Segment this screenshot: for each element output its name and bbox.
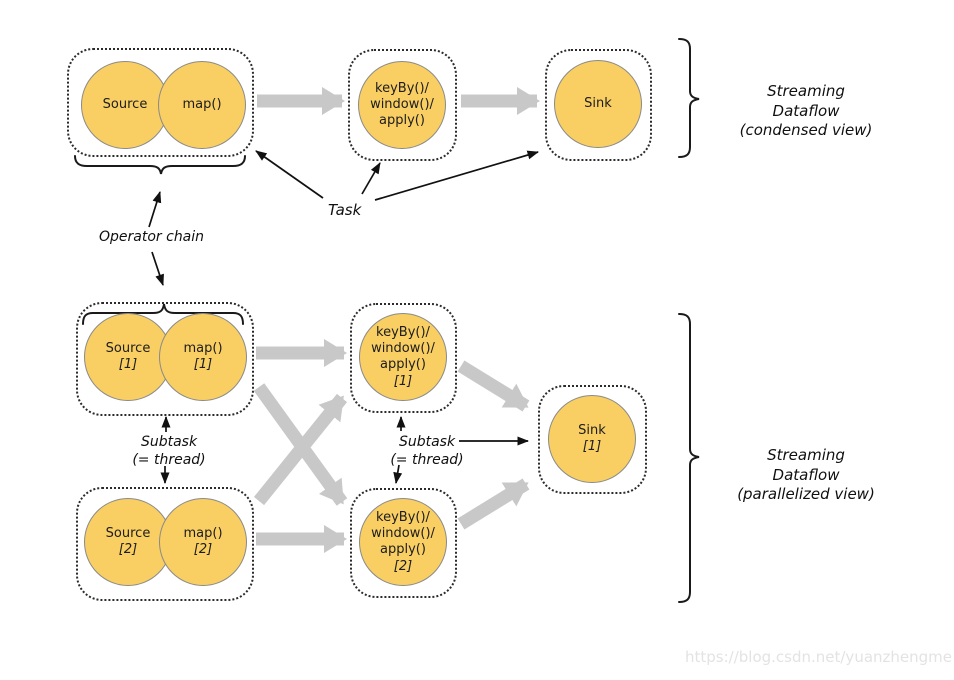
source-1-index: [1]	[118, 357, 138, 373]
keyby-2-index: [2]	[393, 558, 413, 574]
map-node-condensed: map()	[158, 61, 246, 149]
source-node-label: Source	[102, 96, 148, 112]
source-2-label: Source	[105, 526, 151, 542]
source-2-node: Source [2]	[84, 498, 172, 586]
operator-chain-box-parallel-2: Source [2] map() [2]	[76, 487, 254, 601]
source-2-index: [2]	[118, 542, 138, 558]
source-node-condensed: Source	[81, 61, 169, 149]
subtask-label-left: Subtask (= thread)	[132, 434, 206, 469]
source-1-label: Source	[105, 341, 151, 357]
condensed-view-bracket	[678, 38, 700, 158]
map-node-label: map()	[182, 96, 222, 112]
sink-box-condensed: Sink	[545, 49, 652, 161]
map-1-index: [1]	[193, 357, 213, 373]
operator-chain-arrow-down	[151, 251, 164, 286]
map-2-index: [2]	[193, 542, 213, 558]
map-2-label: map()	[183, 526, 223, 542]
watermark: https://blog.csdn.net/yuanzhengme	[684, 648, 952, 666]
gray-flow-arrows	[253, 87, 540, 553]
sink-1-index: [1]	[582, 439, 602, 455]
keyby-box-2: keyBy()/ window()/ apply() [2]	[350, 488, 457, 598]
keyby-box-1: keyBy()/ window()/ apply() [1]	[350, 303, 457, 413]
sink-box-1: Sink [1]	[538, 385, 647, 494]
flow-keyby1-to-sink1	[457, 360, 530, 412]
map-1-label: map()	[183, 341, 223, 357]
keyby-2-label: keyBy()/ window()/ apply()	[371, 509, 435, 558]
operator-chain-underbrace	[74, 155, 246, 175]
sink-node-label: Sink	[584, 95, 612, 111]
task-label: Task	[328, 201, 362, 219]
parallelized-view-bracket	[678, 313, 700, 603]
operator-chain-box-condensed: Source map()	[67, 48, 254, 157]
map-2-node: map() [2]	[159, 498, 247, 586]
operator-chain-box-parallel-1: Source [1] map() [1]	[76, 302, 254, 416]
condensed-view-label: Streaming Dataflow (condensed view)	[739, 82, 873, 139]
keyby-node-condensed: keyBy()/ window()/ apply()	[358, 61, 446, 149]
keyby-1-label: keyBy()/ window()/ apply()	[371, 324, 435, 373]
operator-chain-label: Operator chain	[99, 229, 205, 245]
operator-chain-arrow-up	[148, 191, 162, 228]
subtask-mid-arrow-down	[393, 464, 403, 484]
source-1-node: Source [1]	[84, 313, 172, 401]
task-arrow-to-operator-chain-box	[255, 150, 324, 199]
keyby-1-node: keyBy()/ window()/ apply() [1]	[359, 313, 447, 401]
subtask-label-middle: Subtask (= thread)	[390, 434, 464, 469]
subtask-arrows	[160, 416, 529, 484]
task-pointer-arrows	[255, 150, 539, 201]
keyby-node-label: keyBy()/ window()/ apply()	[370, 80, 434, 129]
sink-1-node: Sink [1]	[548, 395, 636, 483]
sink-1-label: Sink	[578, 423, 606, 439]
operator-chain-arrows	[148, 191, 164, 286]
keyby-1-index: [1]	[393, 373, 413, 389]
task-arrow-to-keyby-box	[361, 162, 381, 195]
flow-source2-to-keyby1	[253, 393, 348, 506]
map-1-node: map() [1]	[159, 313, 247, 401]
keyby-box-condensed: keyBy()/ window()/ apply()	[348, 49, 457, 161]
keyby-2-node: keyBy()/ window()/ apply() [2]	[359, 498, 447, 586]
sink-node-condensed: Sink	[554, 60, 642, 148]
parallelized-view-label: Streaming Dataflow (parallelized view)	[737, 446, 875, 503]
flow-keyby2-to-sink1	[457, 478, 530, 530]
task-arrow-to-sink-box	[374, 150, 539, 201]
